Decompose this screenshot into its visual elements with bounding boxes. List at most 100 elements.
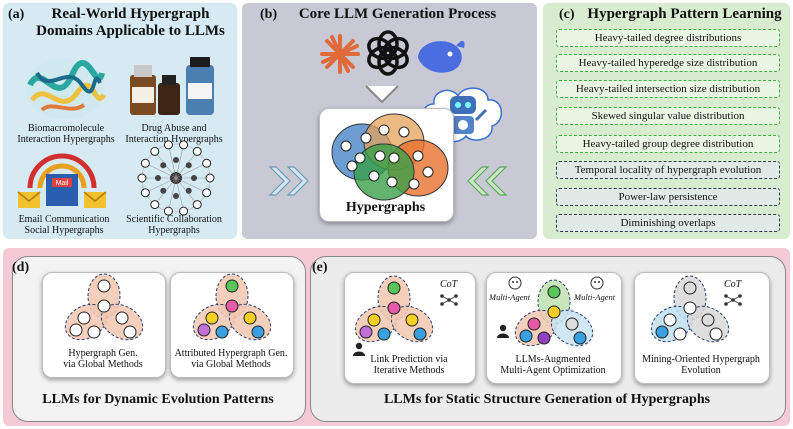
email-badge-text: Mail	[56, 180, 69, 187]
network-node	[160, 187, 167, 194]
node	[87, 325, 101, 339]
panel-real-world-domains	[3, 3, 237, 239]
pattern-item: Power-law persistence	[556, 188, 780, 206]
node	[709, 327, 723, 341]
node	[386, 176, 398, 188]
caption-line: Interaction Hypergraphs	[125, 134, 223, 145]
node	[340, 140, 352, 152]
node	[251, 325, 265, 339]
network-node	[173, 193, 179, 199]
pattern-item: Skewed singular value distribution	[556, 107, 780, 125]
chevron-left-icon	[467, 166, 508, 196]
network-node	[173, 157, 179, 163]
network-node	[191, 175, 197, 181]
caption-line: Mining-Oriented Hypergraph	[642, 354, 760, 365]
node	[683, 281, 697, 295]
panel-d-label: (d)	[12, 260, 30, 275]
caption-line: Hypergraph Gen.	[68, 348, 138, 359]
caption-line: Hypergraphs	[148, 225, 200, 236]
network-node	[205, 173, 215, 183]
pattern-item: Heavy-tailed degree distributions	[556, 29, 780, 47]
pattern-item: Heavy-tailed group degree distribution	[556, 135, 780, 153]
protein-structure-icon	[25, 59, 107, 119]
node	[701, 313, 715, 327]
node	[565, 317, 579, 331]
agent-icon	[590, 276, 604, 290]
caption-line: Interaction Hypergraphs	[17, 134, 115, 145]
panel-a-title-line1: Real-World Hypergraph	[51, 6, 210, 22]
node	[77, 311, 91, 325]
node	[388, 152, 400, 164]
network-node	[155, 175, 161, 181]
caption-line: Social Hypergraphs	[24, 225, 104, 236]
node	[225, 299, 239, 313]
openai-logo-icon	[367, 30, 409, 76]
card-caption: Attributed Hypergraph Gen. via Global Me…	[170, 348, 292, 370]
node	[243, 311, 257, 325]
chevron-right-icon	[268, 166, 309, 196]
node	[547, 305, 561, 319]
node	[519, 329, 533, 343]
network-node	[192, 200, 202, 210]
panel-a-title-line2: Domains Applicable to LLMs	[36, 23, 225, 39]
deepseek-whale-icon	[418, 40, 465, 73]
node	[367, 313, 381, 327]
node	[408, 178, 420, 190]
caption-line: Evolution	[681, 365, 721, 376]
node	[413, 327, 427, 341]
node	[663, 313, 677, 327]
domain-caption-email: Email Communication Social Hypergraphs	[8, 214, 120, 236]
panel-d-footer: LLMs for Dynamic Evolution Patterns	[42, 392, 274, 407]
domain-caption-collab: Scientific Collaboration Hypergraphs	[118, 214, 230, 236]
node	[205, 311, 219, 325]
node	[422, 166, 434, 178]
domain-caption-bio: Biomacromolecule Interaction Hypergraphs	[10, 123, 122, 145]
node	[123, 325, 137, 339]
caption-line: Drug Abuse and	[141, 123, 207, 134]
user-icon	[497, 324, 509, 338]
node	[197, 323, 211, 337]
network-node	[150, 146, 160, 156]
node	[215, 325, 229, 339]
multi-agent-label-right: Multi-Agent	[574, 292, 616, 302]
node	[405, 313, 419, 327]
node	[378, 124, 390, 136]
node	[387, 301, 401, 315]
down-arrow-icon	[365, 85, 399, 104]
network-node	[202, 158, 212, 168]
node	[346, 160, 358, 172]
node	[527, 317, 541, 331]
node	[69, 323, 83, 337]
pattern-item: Temporal locality of hypergraph evolutio…	[556, 161, 780, 179]
node	[655, 325, 669, 339]
node	[368, 170, 380, 182]
network-node	[185, 187, 192, 194]
node	[387, 281, 401, 295]
network-node	[202, 188, 212, 198]
node	[377, 327, 391, 341]
network-node	[160, 162, 167, 169]
network-node	[150, 200, 160, 210]
claude-logo-icon	[320, 34, 360, 74]
network-icon	[440, 294, 458, 306]
node	[412, 150, 424, 162]
network-node	[163, 140, 173, 150]
panel-b-title: Core LLM Generation Process	[298, 6, 497, 22]
panel-a-label: (a)	[8, 7, 25, 22]
caption-line: via Global Methods	[63, 359, 143, 370]
node	[398, 126, 410, 138]
domain-caption-drug: Drug Abuse and Interaction Hypergraphs	[118, 123, 230, 145]
node	[97, 299, 111, 313]
caption-line: LLMs-Augmented	[515, 354, 591, 365]
hypergraph-graphic	[192, 273, 272, 341]
hypergraph-graphic	[354, 275, 434, 343]
cot-label: CoT	[724, 279, 742, 290]
node	[225, 279, 239, 293]
caption-line: via Global Methods	[191, 359, 271, 370]
hypergraph-venn-diagram	[331, 113, 449, 201]
node	[683, 301, 697, 315]
network-node	[192, 146, 202, 156]
caption-line: Link Prediction via	[370, 354, 448, 365]
node	[673, 327, 687, 341]
network-node	[179, 140, 189, 150]
